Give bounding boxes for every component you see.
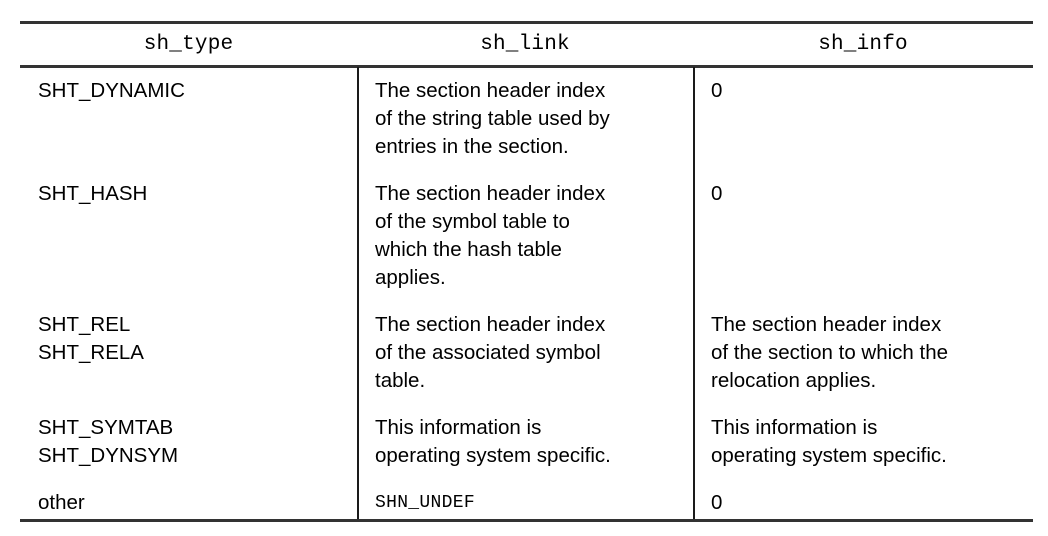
cell-text-line: of the associated symbol bbox=[375, 341, 601, 364]
cell-text-line: The section header index bbox=[375, 313, 606, 336]
cell-text-line: entries in the section. bbox=[375, 135, 569, 158]
cell-text-line: The section header index bbox=[711, 313, 942, 336]
cell-text-line: SHT_SYMTAB bbox=[38, 416, 174, 439]
cell-text: 0 bbox=[711, 79, 723, 102]
table-header-rule bbox=[20, 65, 1033, 68]
column-header-sh-type: sh_type bbox=[143, 32, 234, 56]
cell-text-line: applies. bbox=[375, 266, 446, 289]
cell-text-line: SHT_DYNSYM bbox=[38, 444, 179, 467]
cell-text: 0 bbox=[711, 182, 723, 205]
cell-text-line: This information is bbox=[711, 416, 878, 439]
table-top-rule bbox=[20, 21, 1033, 24]
cell-sh-link: This information is operating system spe… bbox=[357, 405, 693, 480]
cell-text-line: of the section to which the bbox=[711, 341, 949, 364]
cell-text-line: of the symbol table to bbox=[375, 210, 570, 233]
cell-text-line: The section header index bbox=[375, 182, 606, 205]
table-row: SHT_DYNAMIC The section header index of … bbox=[20, 68, 1033, 171]
cell-sh-info: 0 bbox=[693, 480, 1033, 519]
cell-text: SHT_HASH bbox=[38, 182, 148, 205]
column-header-sh-link: sh_link bbox=[480, 32, 570, 56]
cell-text-line: operating system specific. bbox=[711, 444, 947, 467]
cell-text-line: SHT_REL bbox=[38, 313, 131, 336]
cell-text-line: of the string table used by bbox=[375, 107, 610, 130]
cell-text-line: SHT_RELA bbox=[38, 341, 144, 364]
cell-sh-type: SHT_DYNAMIC bbox=[20, 68, 357, 171]
cell-text-line: table. bbox=[375, 369, 426, 392]
cell-text: SHT_DYNAMIC bbox=[38, 79, 185, 102]
cell-text: SHN_UNDEF bbox=[375, 493, 475, 513]
cell-sh-info: 0 bbox=[693, 171, 1033, 302]
cell-text-line: operating system specific. bbox=[375, 444, 611, 467]
table-row: SHT_REL SHT_RELA The section header inde… bbox=[20, 302, 1033, 405]
table-row: SHT_SYMTAB SHT_DYNSYM This information i… bbox=[20, 405, 1033, 480]
cell-text-line: which the hash table bbox=[375, 238, 562, 261]
table-row: SHT_HASH The section header index of the… bbox=[20, 171, 1033, 302]
column-divider-2 bbox=[693, 67, 695, 520]
column-header-sh-info: sh_info bbox=[818, 32, 908, 56]
cell-text: other bbox=[38, 491, 85, 514]
cell-sh-type: SHT_SYMTAB SHT_DYNSYM bbox=[20, 405, 357, 480]
cell-sh-type: SHT_REL SHT_RELA bbox=[20, 302, 357, 405]
table-body: SHT_DYNAMIC The section header index of … bbox=[20, 68, 1033, 519]
cell-text-line: The section header index bbox=[375, 79, 606, 102]
cell-sh-info: This information is operating system spe… bbox=[693, 405, 1033, 480]
table-row: other SHN_UNDEF 0 bbox=[20, 480, 1033, 519]
cell-sh-link: SHN_UNDEF bbox=[357, 480, 693, 519]
cell-sh-info: 0 bbox=[693, 68, 1033, 171]
cell-sh-type: SHT_HASH bbox=[20, 171, 357, 302]
table-bottom-rule bbox=[20, 519, 1033, 522]
cell-sh-link: The section header index of the associat… bbox=[357, 302, 693, 405]
column-divider-1 bbox=[357, 67, 359, 520]
table-header-row: sh_type sh_link sh_info bbox=[20, 24, 1033, 64]
cell-sh-link: The section header index of the string t… bbox=[357, 68, 693, 171]
cell-text-line: This information is bbox=[375, 416, 542, 439]
cell-sh-info: The section header index of the section … bbox=[693, 302, 1033, 405]
cell-text: 0 bbox=[711, 491, 723, 514]
cell-sh-link: The section header index of the symbol t… bbox=[357, 171, 693, 302]
cell-text-line: relocation applies. bbox=[711, 369, 877, 392]
cell-sh-type: other bbox=[20, 480, 357, 519]
